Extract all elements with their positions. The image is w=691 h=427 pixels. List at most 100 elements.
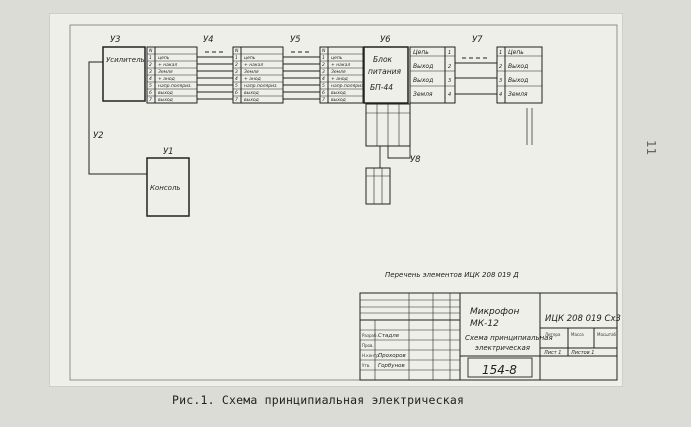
u3-pin-number: 6 bbox=[149, 90, 152, 96]
norm-name: Прохоров bbox=[378, 353, 406, 359]
figure-caption: Рис.1. Схема принципиальная электрическа… bbox=[172, 393, 465, 407]
u5-pin-labels: N1 цепь 2 + накал 3 Земля 4 + анод 5 напр.поляриз… bbox=[322, 48, 365, 103]
u7-pin-number: 4 bbox=[499, 92, 502, 98]
mass-label: Масса bbox=[571, 332, 584, 337]
u5-pin-number: 5 bbox=[322, 83, 325, 89]
norm-label: Н.контр. bbox=[362, 353, 380, 358]
u7-pin-label: Цепь bbox=[508, 49, 524, 56]
power-supply-name-3: БП-44 bbox=[370, 83, 393, 92]
u5-pin-label: выход bbox=[331, 98, 346, 103]
u6-connector bbox=[409, 46, 456, 104]
u6-pin-label: Выход bbox=[413, 63, 433, 70]
u5-pin-label: + анод bbox=[331, 76, 348, 82]
u7-pin-label: Выход bbox=[508, 77, 528, 84]
u6-pin-label: Цепь bbox=[413, 49, 429, 56]
sheets-label: Листов 1 bbox=[570, 350, 594, 356]
u4-pin-number: 3 bbox=[235, 69, 238, 75]
u3-pin-label: напр.поляриз. bbox=[158, 84, 192, 89]
dev-label: Разраб. bbox=[362, 333, 378, 338]
u7-label: У7 bbox=[472, 35, 483, 45]
u4-pin-label: напр.поляриз. bbox=[244, 84, 278, 89]
doc-type-2: электрическая bbox=[475, 344, 530, 352]
u5-pin-label: Земля bbox=[331, 69, 346, 75]
u5-pin-number: 4 bbox=[322, 76, 325, 82]
u4-pin-number: 5 bbox=[235, 83, 238, 89]
elements-list-label: Перечень элементов ИЦК 208 019 Д bbox=[385, 271, 519, 279]
u7-pin-number: 3 bbox=[499, 78, 502, 84]
u6-pin-label: Земля bbox=[413, 91, 433, 98]
u6-pin-number: 3 bbox=[448, 78, 451, 84]
u7-pin-label: Земля bbox=[508, 91, 528, 98]
document-code: ИЦК 208 019 Сх3 bbox=[545, 314, 621, 324]
u4-pin-label: выход bbox=[244, 98, 259, 103]
check-label: Пров. bbox=[362, 343, 374, 348]
u3-label: У3 bbox=[110, 35, 121, 45]
u4-pin-number: 6 bbox=[235, 90, 238, 96]
u5-pin-number: 2 bbox=[322, 62, 325, 68]
litera-label: Литера bbox=[545, 332, 561, 337]
u5-pin-label: напр.поляриз. bbox=[331, 84, 365, 89]
u5-pin-number: 1 bbox=[322, 55, 325, 61]
u5-pin-label: цепь bbox=[331, 56, 343, 61]
u4-pin-label: + накал bbox=[244, 62, 263, 68]
u3-pin-number: 2 bbox=[149, 62, 152, 68]
u4-header-n: N bbox=[235, 48, 239, 54]
u8-label: У8 bbox=[410, 155, 421, 165]
power-supply-block bbox=[363, 46, 409, 104]
console-block bbox=[146, 157, 190, 217]
u7-pin-label: Выход bbox=[508, 63, 528, 70]
u6-pin-number: 4 bbox=[448, 92, 451, 98]
u3-pin-label: выход bbox=[158, 91, 173, 96]
u5-pin-label: + накал bbox=[331, 62, 350, 68]
margin-mark: 11 bbox=[644, 140, 658, 156]
appr-name: Горбунов bbox=[378, 363, 405, 369]
sheet-label: Лист 1 bbox=[543, 350, 561, 356]
power-supply-name-1: Блок bbox=[373, 55, 393, 64]
u5-pin-number: 6 bbox=[322, 90, 325, 96]
u3-pin-number: 4 bbox=[149, 76, 152, 82]
u4-pin-label: Земля bbox=[244, 69, 259, 75]
u4-pin-number: 1 bbox=[235, 55, 238, 61]
u5-header-n: N bbox=[322, 48, 326, 54]
u5-label: У5 bbox=[290, 35, 301, 45]
u3-pin-label: выход bbox=[158, 98, 173, 103]
power-supply-name-2: питания bbox=[368, 67, 402, 76]
cable-u2 bbox=[88, 61, 147, 175]
u4-label: У4 bbox=[203, 35, 214, 45]
u4-pin-number: 4 bbox=[235, 76, 238, 82]
u1-label: У1 bbox=[163, 147, 174, 157]
stamp-number: 154-8 bbox=[482, 363, 517, 377]
u7-pin-number: 2 bbox=[499, 64, 502, 70]
amplifier-name: Усилитель bbox=[106, 56, 145, 64]
u3-pin-number: 7 bbox=[149, 97, 152, 103]
product-name-1: Микрофон bbox=[470, 307, 519, 317]
u3-pin-number: 1 bbox=[149, 55, 152, 61]
u4-pin-label: цепь bbox=[244, 56, 256, 61]
u5-pin-number: 7 bbox=[322, 97, 325, 103]
u3-pin-label: + накал bbox=[158, 62, 177, 68]
u4-pin-number: 7 bbox=[235, 97, 238, 103]
u3-pin-label: цепь bbox=[158, 56, 170, 61]
u8-connector-bottom bbox=[365, 167, 391, 205]
doc-type-1: Схема принципиальная bbox=[465, 334, 553, 342]
u5-pin-label: выход bbox=[331, 91, 346, 96]
u4-pin-label: выход bbox=[244, 91, 259, 96]
dev-name: Стадле bbox=[378, 333, 400, 339]
u6-pin-number: 2 bbox=[448, 64, 451, 70]
u5-pin-number: 3 bbox=[322, 69, 325, 75]
stamp-box bbox=[467, 357, 533, 378]
product-name-2: МК-12 bbox=[470, 319, 499, 329]
u3-pin-label: + анод bbox=[158, 76, 175, 82]
u2-label: У2 bbox=[93, 131, 104, 141]
title-block bbox=[359, 292, 618, 381]
drawing-frame bbox=[69, 24, 618, 381]
scale-label: Масштаб bbox=[597, 332, 617, 337]
u3-header-n: N bbox=[149, 48, 153, 54]
u6-pin-label: Выход bbox=[413, 77, 433, 84]
u6-pin-number: 1 bbox=[448, 50, 451, 56]
appr-label: Утв. bbox=[362, 363, 370, 368]
